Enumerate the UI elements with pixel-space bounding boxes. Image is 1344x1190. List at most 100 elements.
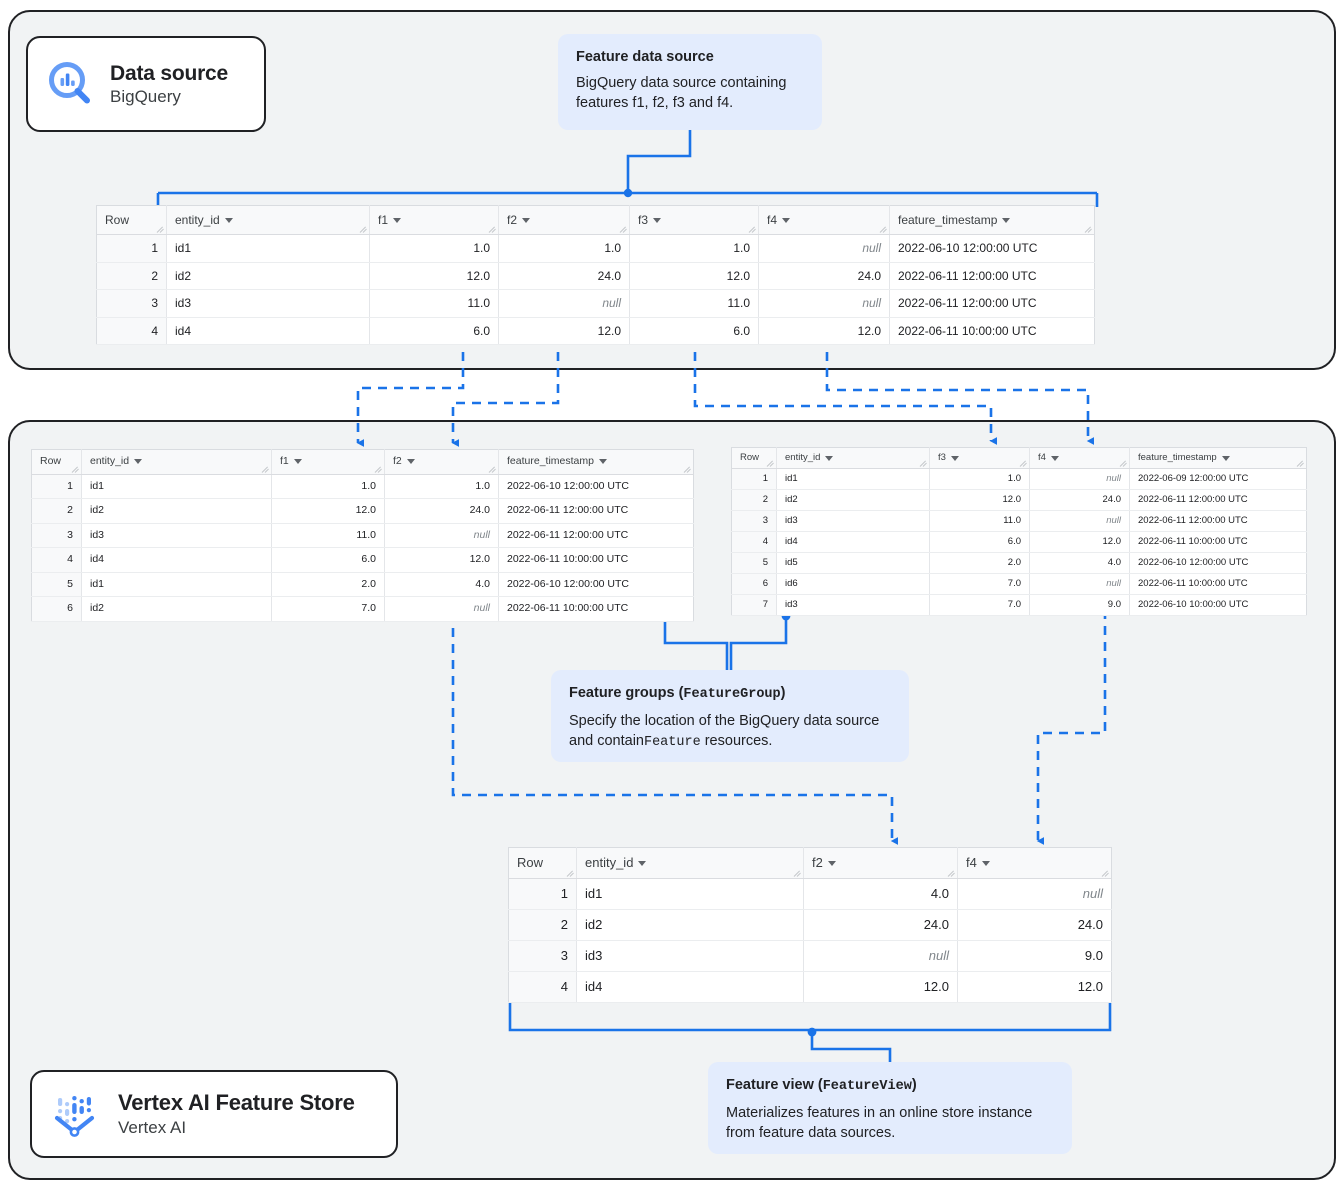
column-resize-handle[interactable]: [948, 870, 955, 877]
column-resize-handle[interactable]: [620, 226, 627, 233]
chevron-down-icon[interactable]: [1050, 455, 1059, 461]
column-header-f2[interactable]: f2: [384, 449, 499, 475]
cell-feature_timestamp: 2022-06-11 12:00:00 UTC: [889, 289, 1095, 318]
chevron-down-icon[interactable]: [825, 455, 834, 461]
column-resize-handle[interactable]: [749, 226, 756, 233]
column-header-feature_timestamp[interactable]: feature_timestamp: [498, 449, 694, 475]
column-resize-handle[interactable]: [1085, 226, 1092, 233]
cell-entity_id: id2: [576, 909, 804, 941]
column-header-f4[interactable]: f4: [758, 205, 890, 235]
column-resize-handle[interactable]: [880, 226, 887, 233]
cell-row: 2: [31, 498, 82, 524]
chevron-down-icon[interactable]: [950, 455, 959, 461]
column-resize-handle[interactable]: [1120, 460, 1127, 467]
chevron-down-icon[interactable]: [224, 217, 233, 223]
cell-f2: 12.0: [384, 547, 499, 573]
chevron-down-icon[interactable]: [393, 217, 402, 223]
column-header-feature_timestamp[interactable]: feature_timestamp: [1129, 447, 1307, 469]
column-resize-handle[interactable]: [157, 226, 164, 233]
column-resize-handle[interactable]: [794, 870, 801, 877]
column-resize-handle[interactable]: [489, 466, 496, 473]
column-header-f4[interactable]: f4: [957, 847, 1112, 879]
cell-f3: 11.0: [929, 510, 1030, 532]
column-resize-handle[interactable]: [920, 460, 927, 467]
column-header-f3[interactable]: f3: [629, 205, 759, 235]
column-header-f4[interactable]: f4: [1029, 447, 1130, 469]
column-header-f2[interactable]: f2: [498, 205, 630, 235]
chevron-down-icon[interactable]: [522, 217, 531, 223]
chevron-down-icon[interactable]: [827, 860, 836, 866]
column-header-feature_timestamp[interactable]: feature_timestamp: [889, 205, 1095, 235]
cell-f4: 12.0: [758, 317, 890, 345]
column-header-row[interactable]: Row: [731, 447, 777, 469]
cell-f4: 9.0: [957, 940, 1112, 972]
callout-body-code: Feature: [643, 734, 701, 750]
chevron-down-icon[interactable]: [406, 459, 415, 465]
column-resize-handle[interactable]: [767, 460, 774, 467]
cell-f2: null: [384, 523, 499, 548]
column-resize-handle[interactable]: [684, 466, 691, 473]
chevron-down-icon[interactable]: [782, 217, 791, 223]
column-resize-handle[interactable]: [489, 226, 496, 233]
callout-title-code: FeatureView: [822, 1079, 912, 1094]
column-resize-handle[interactable]: [1020, 460, 1027, 467]
chevron-down-icon[interactable]: [638, 860, 647, 866]
column-resize-handle[interactable]: [262, 466, 269, 473]
column-resize-handle[interactable]: [1297, 460, 1304, 467]
column-header-label: f4: [966, 855, 977, 870]
cell-entity_id: id1: [166, 234, 370, 263]
column-resize-handle[interactable]: [1102, 870, 1109, 877]
column-resize-handle[interactable]: [360, 226, 367, 233]
column-header-f1[interactable]: f1: [271, 449, 385, 475]
cell-entity_id: id3: [576, 940, 804, 972]
column-header-f3[interactable]: f3: [929, 447, 1030, 469]
column-header-entity_id[interactable]: entity_id: [166, 205, 370, 235]
cell-f4: 24.0: [957, 909, 1112, 941]
column-header-label: Row: [517, 855, 544, 870]
column-header-f2[interactable]: f2: [803, 847, 958, 879]
column-header-label: feature_timestamp: [1138, 452, 1217, 463]
chevron-down-icon[interactable]: [1221, 455, 1230, 461]
cell-entity_id: id6: [776, 573, 930, 595]
chevron-down-icon[interactable]: [653, 217, 662, 223]
chevron-down-icon[interactable]: [293, 459, 302, 465]
callout-title: Feature groups (FeatureGroup): [569, 684, 891, 704]
column-header-entity_id[interactable]: entity_id: [576, 847, 804, 879]
cell-f1: 12.0: [369, 262, 499, 290]
column-header-f1[interactable]: f1: [369, 205, 499, 235]
column-resize-handle[interactable]: [72, 466, 79, 473]
cell-f1: 12.0: [271, 498, 385, 524]
cell-f4: null: [957, 878, 1112, 910]
chevron-down-icon[interactable]: [134, 459, 143, 465]
column-header-entity_id[interactable]: entity_id: [81, 449, 272, 475]
cell-feature_timestamp: 2022-06-11 12:00:00 UTC: [498, 498, 694, 524]
cell-feature_timestamp: 2022-06-10 12:00:00 UTC: [498, 572, 694, 597]
column-header-row[interactable]: Row: [96, 205, 167, 235]
callout-title-code: FeatureGroup: [683, 687, 781, 702]
column-header-row[interactable]: Row: [508, 847, 577, 879]
column-header-row[interactable]: Row: [31, 449, 82, 475]
column-header-entity_id[interactable]: entity_id: [776, 447, 930, 469]
cell-feature_timestamp: 2022-06-11 10:00:00 UTC: [1129, 573, 1307, 595]
cell-entity_id: id4: [576, 971, 804, 1003]
vertex-ai-feature-store-chip: Vertex AI Feature Store Vertex AI: [30, 1070, 398, 1158]
callout-title: Feature data source: [576, 49, 714, 65]
cell-entity_id: id5: [776, 552, 930, 574]
cell-f1: 1.0: [271, 474, 385, 499]
chevron-down-icon[interactable]: [598, 459, 607, 465]
chevron-down-icon[interactable]: [981, 860, 990, 866]
column-resize-handle[interactable]: [375, 466, 382, 473]
cell-f2: 24.0: [498, 262, 630, 290]
chevron-down-icon[interactable]: [1002, 217, 1011, 223]
cell-feature_timestamp: 2022-06-09 12:00:00 UTC: [1129, 468, 1307, 490]
column-header-label: feature_timestamp: [507, 455, 594, 467]
column-resize-handle[interactable]: [567, 870, 574, 877]
